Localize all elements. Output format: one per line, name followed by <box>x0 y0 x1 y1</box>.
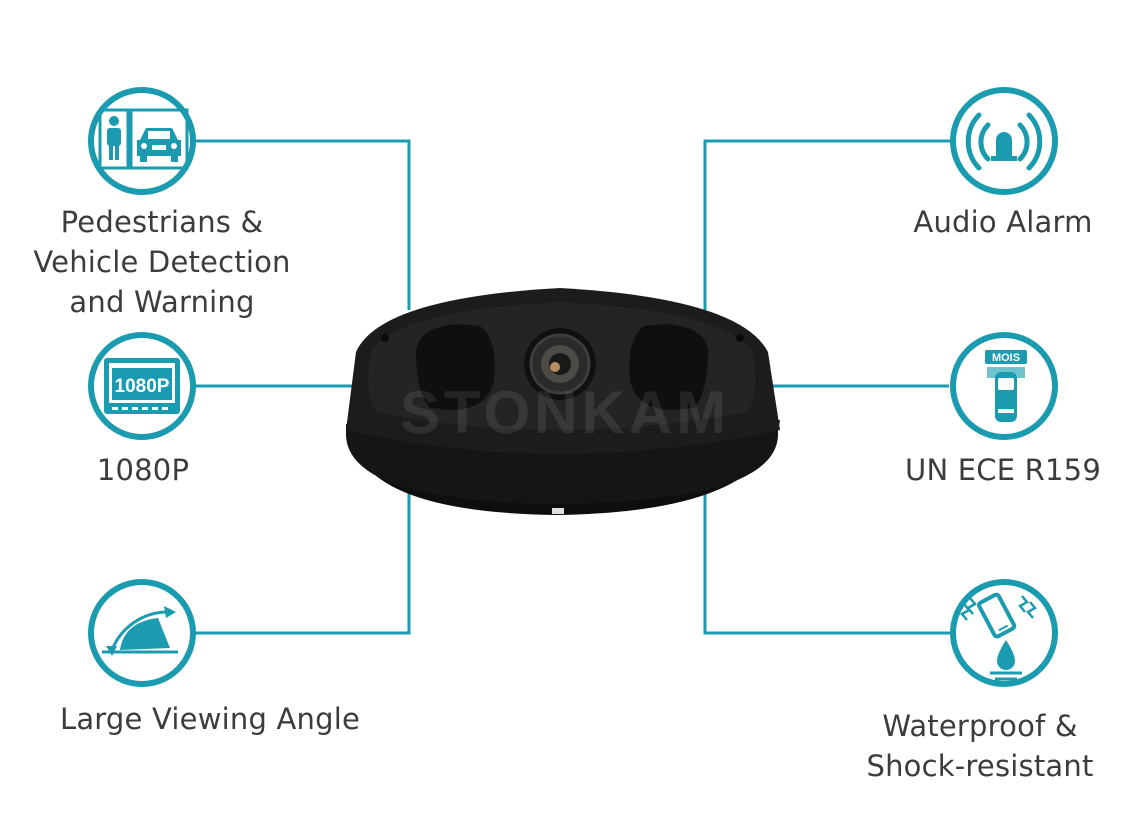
viewing-angle-icon <box>102 606 178 656</box>
mois-label: MOIS <box>992 352 1020 364</box>
camera-device-image <box>346 288 780 515</box>
mois-bus-icon: MOIS <box>985 350 1027 422</box>
pedestrian-vehicle-icon <box>98 108 189 170</box>
connector-viewing-angle <box>195 490 411 635</box>
alarm-bell-icon <box>965 112 1043 171</box>
regulation-label: UN ECE R159 <box>900 450 1106 490</box>
connector-detection <box>195 139 411 310</box>
brand-watermark: STONKAM <box>399 379 731 446</box>
audio-alarm-label-line: Audio Alarm <box>913 205 1093 239</box>
waterproof-label: Waterproof & Shock-resistant <box>860 706 1100 786</box>
regulation-label-line: UN ECE R159 <box>905 453 1101 487</box>
connector-waterproof <box>703 490 950 635</box>
detection-label-line: Vehicle Detection <box>33 245 291 279</box>
waterproof-label-line: Shock-resistant <box>866 749 1094 783</box>
detection-label-line: and Warning <box>69 285 255 319</box>
monitor-1080p-text: 1080P <box>115 376 170 397</box>
audio-alarm-label: Audio Alarm <box>905 202 1101 242</box>
viewing-angle-label-line: Large Viewing Angle <box>59 702 361 736</box>
viewing-angle-label: Large Viewing Angle <box>50 699 370 739</box>
detection-label-line: Pedestrians & <box>60 205 264 239</box>
resolution-label: 1080P <box>60 450 226 490</box>
detection-label: Pedestrians & Vehicle Detection and Warn… <box>32 202 292 322</box>
monitor-1080p-icon: 1080P <box>104 358 180 414</box>
waterproof-label-line: Waterproof & <box>882 709 1078 743</box>
connector-lines <box>195 139 950 635</box>
connector-audio-alarm <box>703 139 950 310</box>
resolution-label-line: 1080P <box>96 453 190 487</box>
phone-water-drop-icon <box>960 592 1037 681</box>
